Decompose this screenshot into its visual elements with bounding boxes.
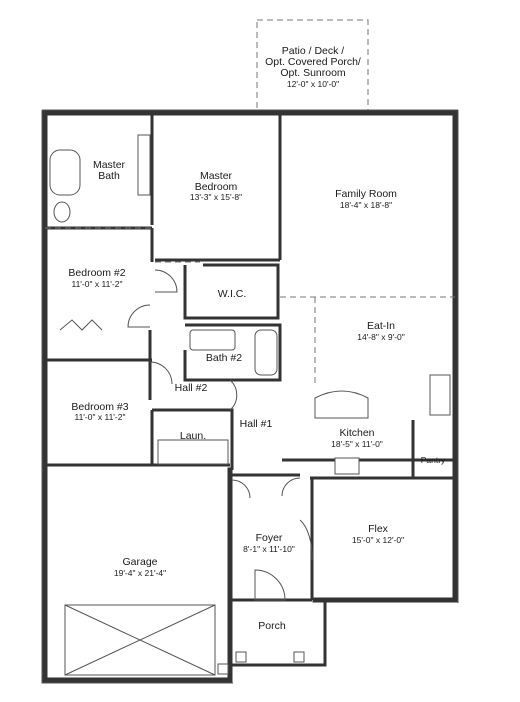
foyer-label: Foyer bbox=[256, 532, 283, 544]
patio-label-line1: Patio / Deck / bbox=[282, 45, 345, 57]
garage-label: Garage bbox=[122, 556, 157, 568]
bedroom2-dimensions: 11'-0" x 11'-2" bbox=[71, 279, 122, 289]
eat-in-label: Eat-In bbox=[367, 320, 395, 332]
flex-dimensions: 15'-0" x 12'-0" bbox=[352, 535, 404, 545]
master-bedroom-label-line1: Master bbox=[200, 170, 233, 182]
door-swings bbox=[59, 269, 313, 601]
bedroom3-label: Bedroom #3 bbox=[71, 401, 128, 413]
laundry-label: Laun. bbox=[180, 430, 206, 442]
master-bedroom-dimensions: 13'-3" x 15'-8" bbox=[190, 192, 242, 202]
patio-label-line3: Opt. Sunroom bbox=[280, 67, 346, 79]
master-bath-label-line1: Master bbox=[93, 159, 126, 171]
bedroom2-label: Bedroom #2 bbox=[68, 267, 125, 279]
hall2-label: Hall #2 bbox=[175, 382, 208, 394]
kitchen-dimensions: 18'-5" x 11'-0" bbox=[331, 439, 383, 449]
porch-label: Porch bbox=[258, 620, 286, 632]
flex-label: Flex bbox=[368, 523, 389, 535]
eat-in-dimensions: 14'-8" x 9'-0" bbox=[357, 332, 405, 342]
hall1-label: Hall #1 bbox=[240, 418, 273, 430]
pantry-label: Pantry bbox=[421, 455, 446, 465]
bedroom3-dimensions: 11'-0" x 11'-2" bbox=[74, 412, 125, 422]
master-bath-label-line2: Bath bbox=[98, 170, 120, 182]
patio-dimensions: 12'-0" x 10'-0" bbox=[287, 79, 339, 89]
interior-walls bbox=[45, 115, 455, 667]
open-boundaries bbox=[45, 227, 455, 385]
wic-label: W.I.C. bbox=[218, 288, 247, 300]
master-bedroom-label-line2: Bedroom bbox=[195, 181, 238, 193]
fixtures bbox=[49, 134, 451, 676]
foyer-dimensions: 8'-1" x 11'-10" bbox=[243, 544, 295, 554]
patio-label-line2: Opt. Covered Porch/ bbox=[265, 56, 361, 68]
family-room-dimensions: 18'-4" x 18'-8" bbox=[340, 200, 392, 210]
kitchen-label: Kitchen bbox=[339, 427, 374, 439]
bath2-label: Bath #2 bbox=[206, 352, 242, 364]
family-room-label: Family Room bbox=[335, 188, 397, 200]
patio-outline bbox=[256, 19, 369, 114]
room-labels: Patio / Deck / Opt. Covered Porch/ Opt. … bbox=[68, 45, 446, 632]
garage-dimensions: 19'-4" x 21'-4" bbox=[114, 568, 166, 578]
